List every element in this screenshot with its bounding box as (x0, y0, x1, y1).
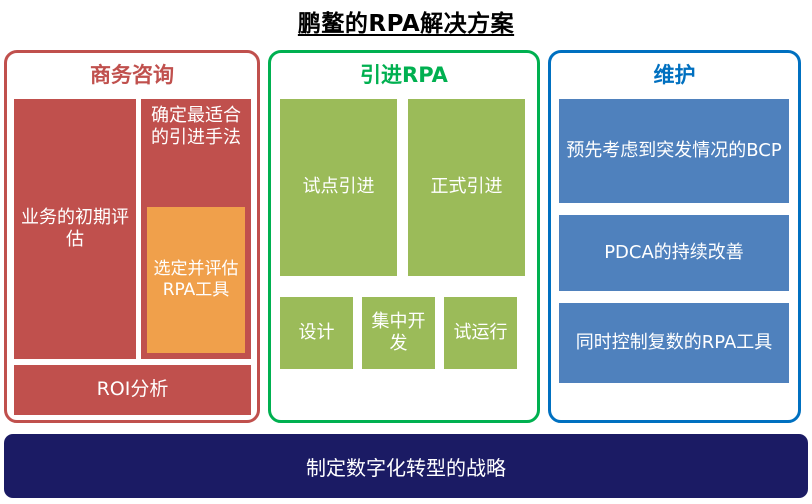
panel-business-consulting: 商务咨询 业务的初期评估 确定最适合的引进手法 选定并评估RPA工具 ROI分析 (4, 50, 260, 423)
panel-header-business-consulting: 商务咨询 (90, 63, 174, 87)
box-label-determine-best-introduction-method: 确定最适合的引进手法 (151, 105, 241, 149)
box-trial-operation[interactable]: 试运行 (444, 297, 517, 369)
box-formal-introduction[interactable]: 正式引进 (408, 99, 525, 276)
footer-strategy-bar[interactable]: 制定数字化转型的战略 (4, 434, 808, 498)
box-centralized-development[interactable]: 集中开发 (362, 297, 435, 369)
box-multi-rpa-tool-control[interactable]: 同时控制复数的RPA工具 (559, 303, 789, 383)
box-pdca-continuous-improvement[interactable]: PDCA的持续改善 (559, 215, 789, 291)
page-title: 鹏鳌的RPA解决方案 (297, 11, 515, 37)
box-pilot-introduction[interactable]: 试点引进 (280, 99, 397, 276)
panel-rpa-introduction: 引进RPA 试点引进 正式引进 设计 集中开发 试运行 (268, 50, 540, 423)
box-select-and-evaluate-rpa-tools[interactable]: 选定并评估RPA工具 (147, 207, 245, 353)
box-bcp-contingency-planning[interactable]: 预先考虑到突发情况的BCP (559, 99, 789, 203)
footer-strategy-label: 制定数字化转型的战略 (306, 455, 506, 480)
panel-header-maintenance: 维护 (653, 63, 696, 87)
panel-maintenance: 维护 预先考虑到突发情况的BCP PDCA的持续改善 同时控制复数的RPA工具 (548, 50, 801, 423)
box-design[interactable]: 设计 (280, 297, 353, 369)
title-bar: 鹏鳌的RPA解决方案 (0, 0, 812, 42)
box-roi-analysis[interactable]: ROI分析 (14, 365, 251, 415)
panel-header-rpa-introduction: 引进RPA (360, 63, 448, 87)
box-initial-business-assessment[interactable]: 业务的初期评估 (14, 99, 136, 359)
